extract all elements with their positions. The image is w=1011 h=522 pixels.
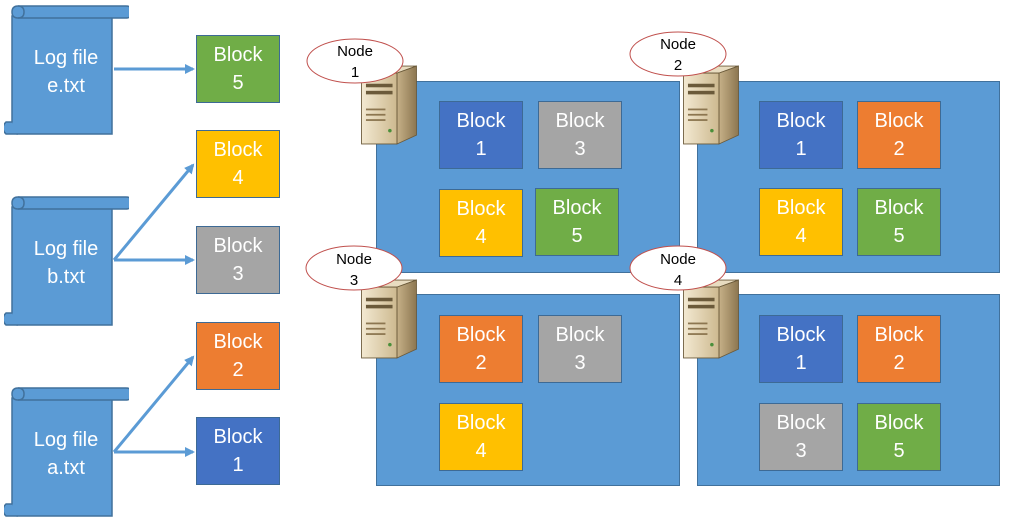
node-4-block: Block 3 [759, 403, 843, 471]
node-2-box [697, 81, 1000, 273]
block-label: Block [552, 197, 602, 219]
log-file-scroll-shape [4, 5, 129, 135]
block-label: Block [456, 412, 506, 434]
node-3-block: Block 2 [439, 315, 523, 383]
node-3-label-line1: Node [336, 251, 372, 268]
arrow-b-to-block-4 [112, 163, 195, 261]
node-3-block: Block 4 [439, 403, 523, 471]
node-2-label-line2: 2 [674, 57, 682, 74]
block-number: 3 [574, 138, 586, 160]
block-1-standalone: Block 1 [196, 417, 280, 485]
block-number: 5 [893, 225, 905, 247]
block-label: Block [213, 139, 263, 161]
block-label: Block [776, 412, 826, 434]
block-2-standalone: Block 2 [196, 322, 280, 390]
block-label: Block [213, 44, 263, 66]
node-1-box [376, 81, 680, 273]
server-icon [361, 279, 417, 359]
log-file-scroll-shape [4, 196, 129, 326]
node-1-block: Block 3 [538, 101, 622, 169]
block-4-standalone: Block 4 [196, 130, 280, 198]
log-file-a-line2: a.txt [47, 457, 85, 479]
block-number: 1 [232, 454, 244, 476]
block-5-standalone: Block 5 [196, 35, 280, 103]
node-2-block: Block 1 [759, 101, 843, 169]
block-number: 2 [232, 359, 244, 381]
node-1-label-bubble [306, 38, 404, 84]
node-1-block: Block 5 [535, 188, 619, 256]
block-label: Block [776, 324, 826, 346]
block-label: Block [776, 110, 826, 132]
block-label: Block [555, 324, 605, 346]
block-number: 5 [571, 225, 583, 247]
node-1-label-line2: 1 [351, 64, 359, 81]
node-3-label-bubble [305, 245, 403, 291]
node-2-block: Block 2 [857, 101, 941, 169]
log-file-e-line2: e.txt [47, 75, 85, 97]
block-number: 3 [795, 440, 807, 462]
node-4-box [697, 294, 1000, 486]
log-file-scroll-shape [4, 387, 129, 517]
block-label: Block [874, 110, 924, 132]
node-2-block: Block 4 [759, 188, 843, 256]
block-label: Block [213, 331, 263, 353]
node-1-block: Block 1 [439, 101, 523, 169]
log-file-a-line1: Log file [34, 429, 99, 451]
node-3-block: Block 3 [538, 315, 622, 383]
block-number: 4 [795, 225, 807, 247]
block-number: 5 [232, 72, 244, 94]
block-label: Block [456, 198, 506, 220]
node-1-label-line1: Node [337, 43, 373, 60]
block-label: Block [874, 324, 924, 346]
block-number: 4 [475, 226, 487, 248]
block-3-standalone: Block 3 [196, 226, 280, 294]
log-file-e-line1: Log file [34, 47, 99, 69]
block-label: Block [555, 110, 605, 132]
node-4-block: Block 2 [857, 315, 941, 383]
block-number: 4 [232, 167, 244, 189]
block-number: 2 [893, 138, 905, 160]
node-3-box [376, 294, 680, 486]
log-file-b-line1: Log file [34, 238, 99, 260]
node-2-label-bubble [629, 31, 727, 77]
block-label: Block [874, 412, 924, 434]
block-number: 2 [475, 352, 487, 374]
block-number: 5 [893, 440, 905, 462]
block-label: Block [776, 197, 826, 219]
node-4-label-line1: Node [660, 251, 696, 268]
node-4-label-bubble [629, 245, 727, 291]
block-label: Block [874, 197, 924, 219]
block-number: 4 [475, 440, 487, 462]
block-number: 1 [795, 138, 807, 160]
block-number: 1 [795, 352, 807, 374]
node-2-label-line1: Node [660, 36, 696, 53]
block-label: Block [213, 235, 263, 257]
server-icon [683, 65, 739, 145]
block-label: Block [456, 324, 506, 346]
node-1-block: Block 4 [439, 189, 523, 257]
log-file-b-line2: b.txt [47, 266, 85, 288]
block-number: 3 [574, 352, 586, 374]
node-4-label-line2: 4 [674, 272, 682, 289]
node-4-block: Block 5 [857, 403, 941, 471]
node-3-label-line2: 3 [350, 272, 358, 289]
node-2-block: Block 5 [857, 188, 941, 256]
block-number: 2 [893, 352, 905, 374]
server-icon [683, 279, 739, 359]
block-label: Block [456, 110, 506, 132]
block-label: Block [213, 426, 263, 448]
node-4-block: Block 1 [759, 315, 843, 383]
block-number: 3 [232, 263, 244, 285]
arrow-a-to-block-2 [112, 355, 195, 453]
block-number: 1 [475, 138, 487, 160]
